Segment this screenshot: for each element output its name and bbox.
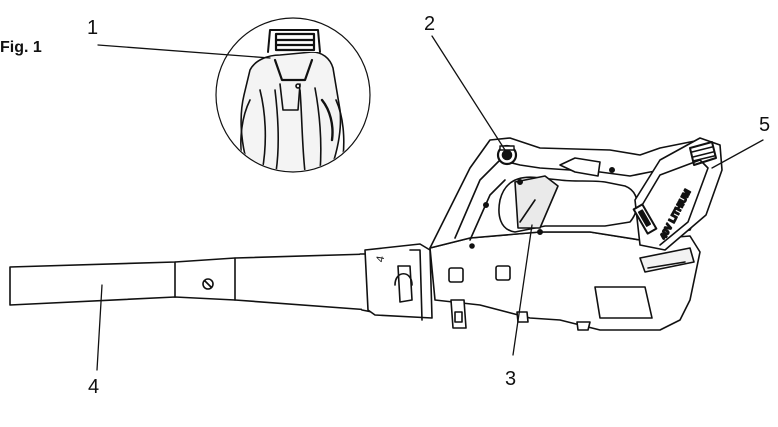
callout-4: 4 xyxy=(88,376,100,398)
svg-text:4: 4 xyxy=(374,255,387,263)
inset-detail xyxy=(215,17,371,173)
leader-line-3 xyxy=(512,224,533,356)
leader-line-1 xyxy=(97,44,271,59)
battery-pack xyxy=(632,137,723,251)
leader-line-5 xyxy=(711,139,764,169)
callout-1: 1 xyxy=(87,17,99,39)
callout-5: 5 xyxy=(759,114,771,136)
figure-title: Fig. 1 xyxy=(0,39,42,56)
callout-3: 3 xyxy=(505,368,517,390)
leader-line-2 xyxy=(431,35,506,151)
blower-tube xyxy=(9,253,373,313)
leader-line-4 xyxy=(96,284,103,371)
callout-2: 2 xyxy=(424,13,436,35)
